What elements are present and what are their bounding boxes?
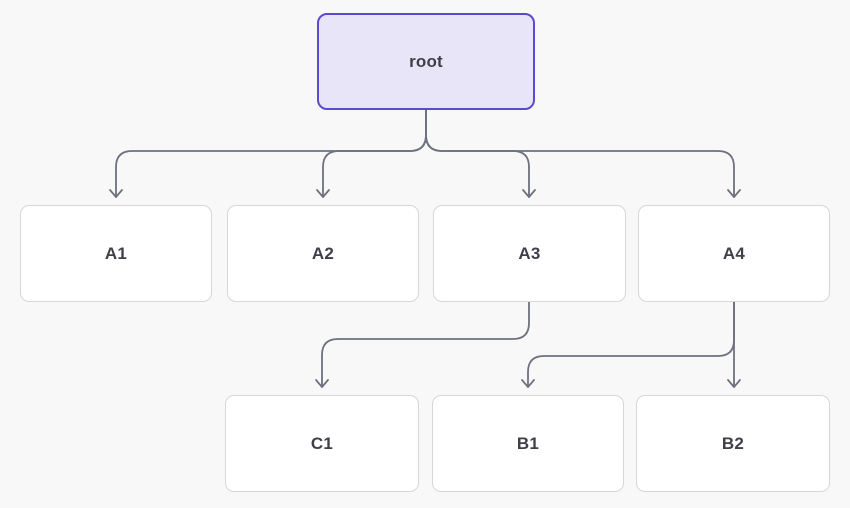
- node-b2-label: B2: [721, 433, 745, 453]
- node-b1-label: B1: [516, 433, 540, 453]
- node-a2[interactable]: A2: [227, 205, 419, 302]
- node-root[interactable]: root: [317, 13, 535, 110]
- node-a3[interactable]: A3: [433, 205, 626, 302]
- node-a4[interactable]: A4: [638, 205, 830, 302]
- node-root-label: root: [409, 51, 443, 71]
- node-c1[interactable]: C1: [225, 395, 419, 492]
- node-a1[interactable]: A1: [20, 205, 212, 302]
- edge-root-a3: [425, 109, 536, 198]
- node-b2[interactable]: B2: [636, 395, 830, 492]
- node-a1-label: A1: [104, 243, 128, 263]
- edge-root-a1: [109, 109, 427, 198]
- node-c1-label: C1: [310, 433, 334, 453]
- edge-root-a2: [316, 109, 427, 198]
- edge-root-a4: [425, 109, 741, 198]
- edge-a3-c1: [315, 301, 530, 388]
- node-a4-label: A4: [722, 243, 746, 263]
- node-a3-label: A3: [518, 243, 541, 263]
- edge-a4-b1: [521, 301, 735, 388]
- node-a2-label: A2: [311, 243, 335, 263]
- node-b1[interactable]: B1: [432, 395, 624, 492]
